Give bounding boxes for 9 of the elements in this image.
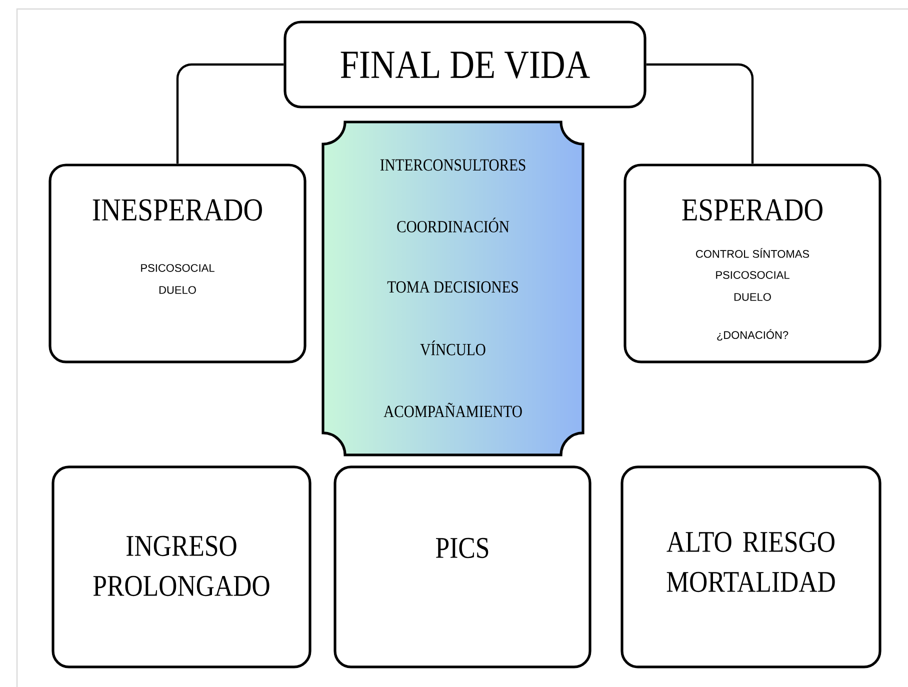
category-box: INGRESO PROLONGADO xyxy=(52,466,312,668)
category-box: INESPERADO PSICOSOCIAL DUELO xyxy=(48,164,306,364)
category-box: ALTO RIESGO MORTALIDAD xyxy=(620,466,882,668)
title-box: FINAL DE VIDA xyxy=(284,20,646,108)
connector-line xyxy=(176,63,284,164)
category-box: ESPERADO CONTROL SÍNTOMAS PSICOSOCIAL DUELO ¿DONACIÓN? xyxy=(624,164,882,364)
center-plaque: INTERCONSULTORES COORDINACIÓN TOMA DECISIONES VÍNCULO ACOMPAÑAMIENTO xyxy=(322,120,584,456)
connector-line xyxy=(646,63,754,164)
category-box: PICS xyxy=(334,466,592,668)
